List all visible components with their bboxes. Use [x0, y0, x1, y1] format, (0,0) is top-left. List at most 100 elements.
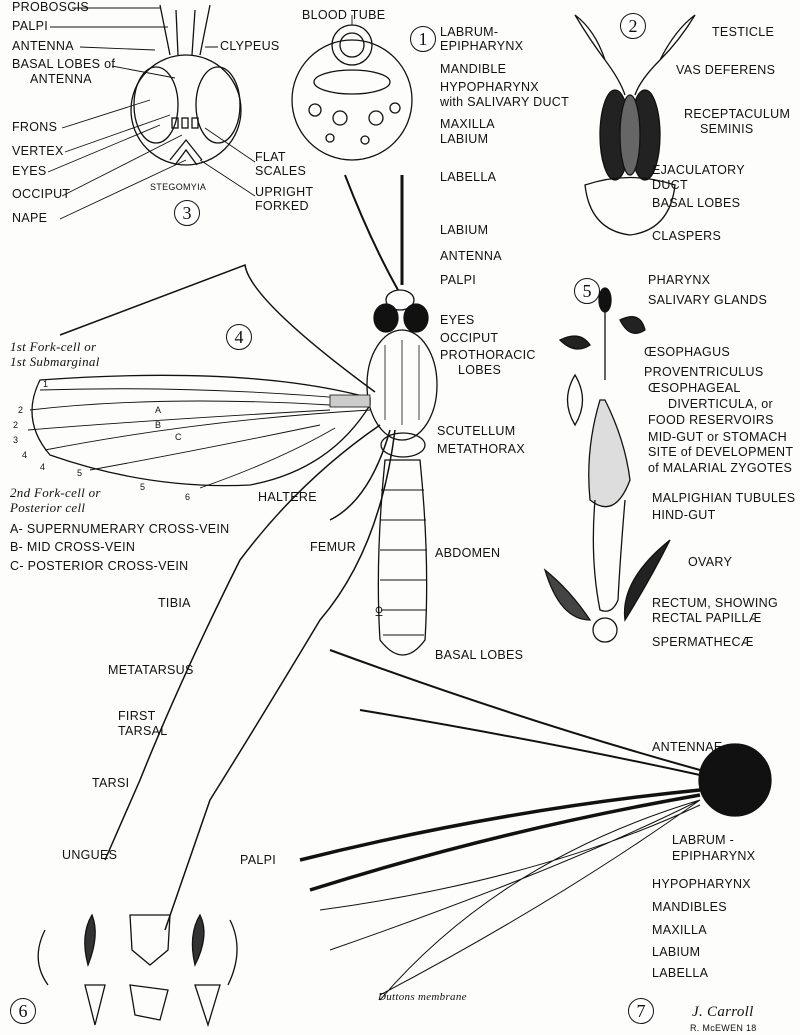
label-fork-cell-2a: 2nd Fork-cell or [10, 485, 101, 500]
label-malpighian: MALPIGHIAN TUBULES [652, 491, 796, 505]
label-mandible: MANDIBLE [440, 62, 507, 76]
cross-vein-c: C [175, 432, 182, 442]
label-upright: UPRIGHT [255, 185, 314, 199]
label-oesophageal: ŒSOPHAGEAL [648, 381, 741, 395]
female-symbol: ♀ [370, 599, 389, 626]
cross-vein-a: A [155, 405, 162, 415]
label-ungues: UNGUES [62, 848, 118, 862]
signature-credit: R. McEWEN 18 [690, 1023, 757, 1033]
vein-number: 2 [13, 420, 19, 430]
vein-number: 5 [77, 468, 83, 478]
legend-b: B- MID CROSS-VEIN [10, 540, 136, 554]
vein-number: 5 [140, 482, 146, 492]
label-testicle: TESTICLE [712, 25, 775, 39]
vein-number: 2 [18, 405, 24, 415]
label-eyes: EYES [12, 164, 47, 178]
label-vertex: VERTEX [12, 144, 64, 158]
label-antenna: ANTENNA [12, 39, 74, 53]
label-mandibles: MANDIBLES [652, 900, 727, 914]
label-tarsi: TARSI [92, 776, 130, 790]
label-malarial-zygotes: of MALARIAL ZYGOTES [648, 461, 793, 475]
label-seminis: SEMINIS [700, 122, 754, 136]
head-mouthparts-drawing [299, 649, 772, 1001]
stegomyia-head-drawing [130, 4, 242, 166]
label-fork-cell-1b: 1st Submarginal [10, 354, 100, 369]
label-femur: FEMUR [310, 540, 356, 554]
label-site-of-development: SITE of DEVELOPMENT [648, 445, 794, 459]
label-ejaculatory: EJACULATORY [652, 163, 745, 177]
label-proboscis: PROBOSCIS [12, 0, 90, 14]
label-scales: SCALES [255, 164, 307, 178]
label-forked: FORKED [255, 199, 309, 213]
label-first: FIRST [118, 709, 156, 723]
male-genitalia-drawing [574, 14, 696, 236]
label-metathorax: METATHORAX [437, 442, 525, 456]
legend-a: A- SUPERNUMERARY CROSS-VEIN [10, 522, 230, 536]
label-rectal-papillae: RECTAL PAPILLÆ [652, 611, 762, 625]
signature: J. Carroll [692, 1004, 754, 1020]
legend-c: C- POSTERIOR CROSS-VEIN [10, 559, 189, 573]
label-stegomyia: STEGOMYIA [150, 182, 207, 192]
label-labrum-7: LABRUM - [672, 833, 735, 847]
label-labium: LABIUM [440, 132, 489, 146]
label-frons: FRONS [12, 120, 58, 134]
label-lobes: LOBES [458, 363, 502, 377]
label-salivary-glands: SALIVARY GLANDS [648, 293, 768, 307]
label-spermathecae: SPERMATHECÆ [652, 635, 754, 649]
vein-number: 3 [13, 435, 19, 445]
digestive-system-drawing [543, 287, 671, 643]
label-oesophagus: ŒSOPHAGUS [644, 345, 731, 359]
label-antenna-2: ANTENNA [30, 72, 92, 86]
label-basal-lobes-of: BASAL LOBES of [12, 57, 116, 71]
label-hypopharynx-7: HYPOPHARYNX [652, 877, 751, 891]
figure-number-2: 2 [620, 13, 646, 39]
label-epipharynx: EPIPHARYNX [440, 39, 524, 53]
label-fork-cell-1a: 1st Fork-cell or [10, 339, 97, 354]
label-proventriculus: PROVENTRICULUS [644, 365, 764, 379]
label-claspers: CLASPERS [652, 229, 722, 243]
label-eyes-body: EYES [440, 313, 475, 327]
mosquito-body-drawing [344, 174, 438, 656]
label-labium-7: LABIUM [652, 945, 701, 959]
label-prothoracic: PROTHORACIC [440, 348, 536, 362]
label-metatarsus: METATARSUS [108, 663, 194, 677]
label-palpi: PALPI [12, 19, 49, 33]
label-epipharynx-7: EPIPHARYNX [672, 849, 756, 863]
label-mid-gut: MID-GUT or STOMACH [648, 430, 787, 444]
figure-number-3: 3 [174, 200, 200, 226]
label-maxilla: MAXILLA [440, 117, 495, 131]
label-ovary: OVARY [688, 555, 733, 569]
label-blood-tube: BLOOD TUBE [302, 8, 386, 22]
leader-lines-panel3 [47, 7, 256, 220]
figure-number-6: 6 [10, 998, 36, 1024]
label-antenna-body: ANTENNA [440, 249, 502, 263]
figure-number-1: 1 [410, 26, 436, 52]
label-food-reservoirs: FOOD RESERVOIRS [648, 413, 774, 427]
label-maxilla-7: MAXILLA [652, 923, 707, 937]
label-tibia: TIBIA [158, 596, 191, 610]
label-nape: NAPE [12, 211, 48, 225]
label-occiput: OCCIPUT [12, 187, 71, 201]
label-scutellum: SCUTELLUM [437, 424, 516, 438]
label-fork-cell-2b: Posterior cell [10, 500, 86, 515]
label-labella: LABELLA [440, 170, 497, 184]
label-duct: DUCT [652, 178, 688, 192]
label-salivary-duct: with SALIVARY DUCT [440, 95, 570, 109]
label-palpi-body: PALPI [440, 273, 477, 287]
label-palpi-7: PALPI [240, 853, 277, 867]
label-hind-gut: HIND-GUT [652, 508, 716, 522]
figure-number-4: 4 [226, 324, 252, 350]
label-basal-lobes-male: BASAL LOBES [652, 196, 741, 210]
figure-number-7: 7 [628, 998, 654, 1024]
label-rectum: RECTUM, SHOWING [652, 596, 779, 610]
label-haltere: HALTERE [258, 490, 317, 504]
vein-number: 1 [43, 379, 49, 389]
label-clypeus: CLYPEUS [220, 39, 280, 53]
label-duttons-membrane: Duttons membrane [378, 991, 467, 1003]
label-occiput-body: OCCIPUT [440, 331, 499, 345]
vein-number: 4 [22, 450, 28, 460]
label-antennae: ANTENNAE [652, 740, 723, 754]
label-tarsal: TARSAL [118, 724, 168, 738]
